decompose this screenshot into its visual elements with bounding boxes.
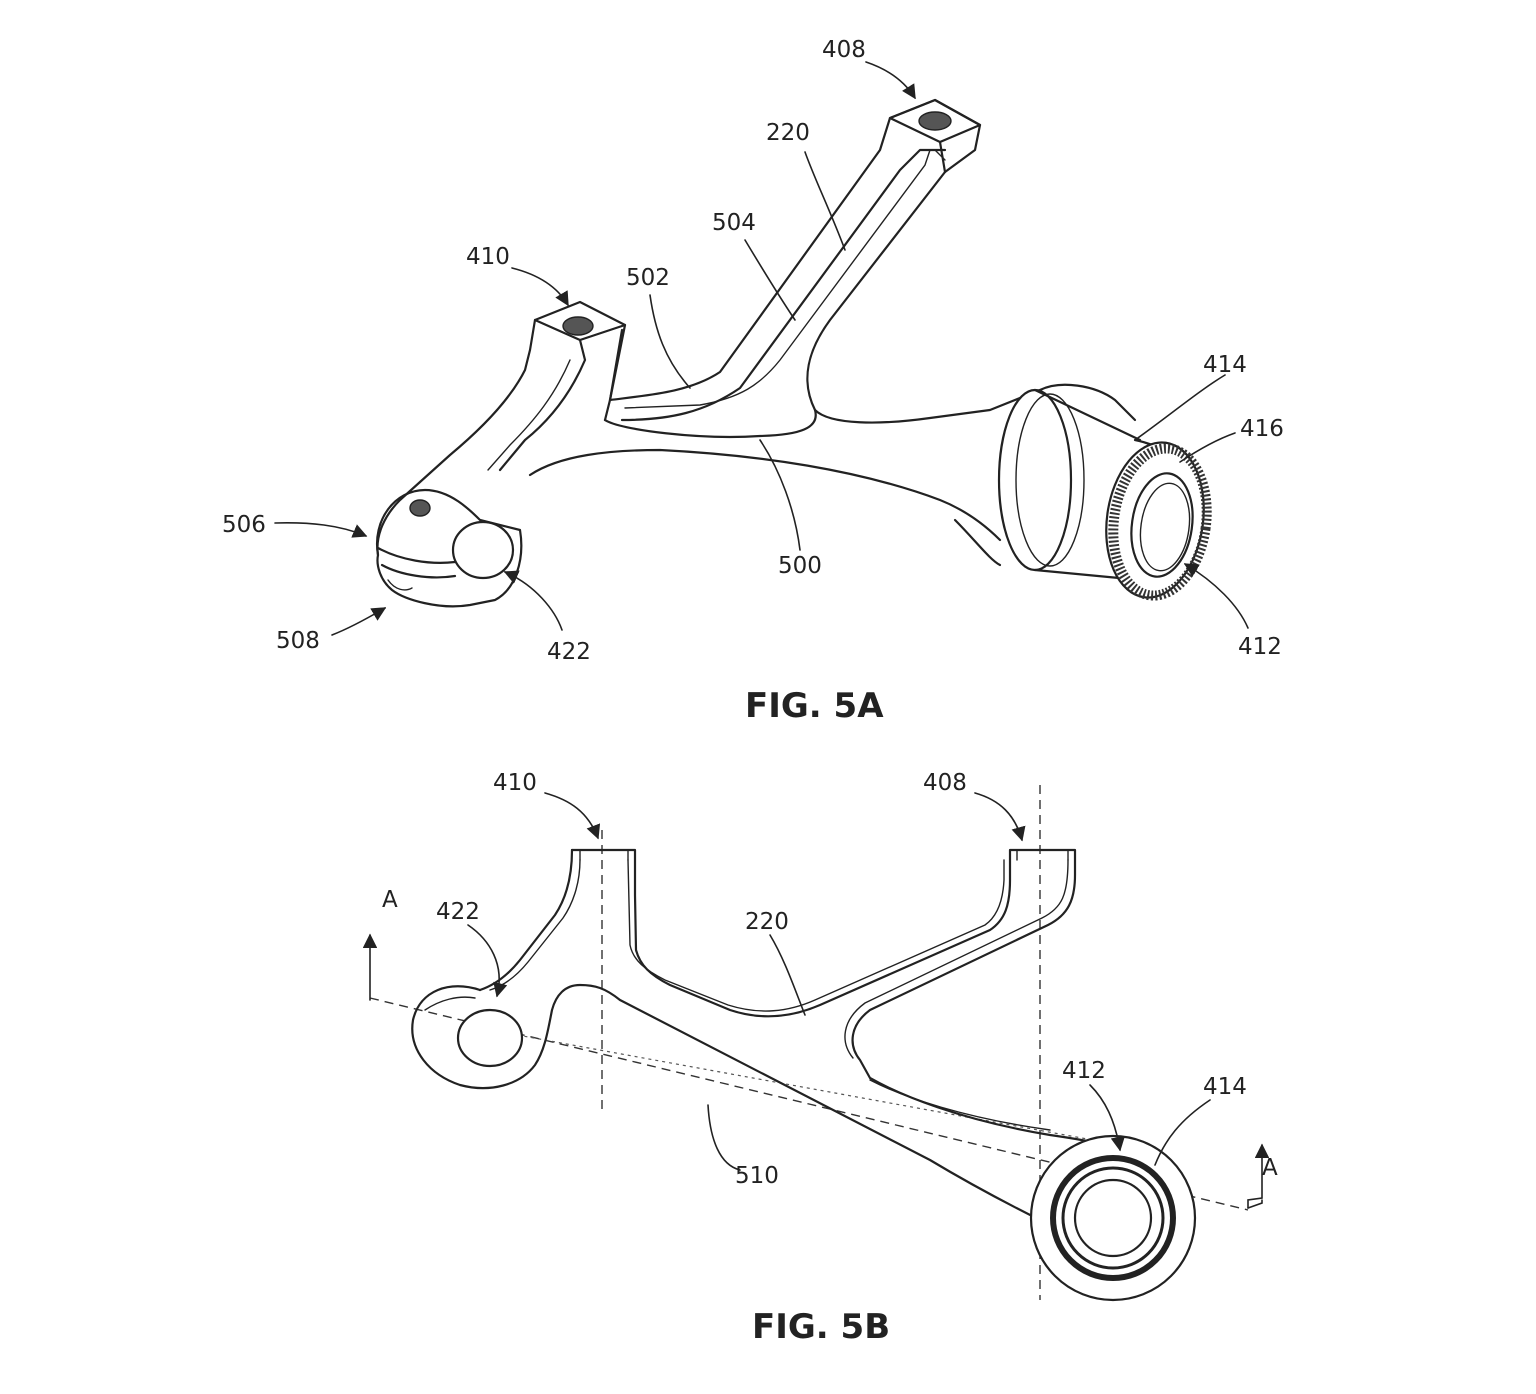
label-502-5a: 502 — [626, 265, 670, 291]
label-408-5b: 408 — [923, 770, 967, 796]
label-500-5a: 500 — [778, 553, 822, 579]
label-414-5a: 414 — [1203, 352, 1247, 378]
label-410-5a: 410 — [466, 244, 510, 270]
caption-fig-5b: FIG. 5B — [752, 1307, 890, 1347]
label-504-5a: 504 — [712, 210, 756, 236]
section-label-a-right: A — [1262, 1155, 1278, 1181]
label-510-5b: 510 — [735, 1163, 779, 1189]
control-arm-body-5a — [375, 98, 1212, 608]
label-506-5a: 506 — [222, 512, 266, 538]
fig-5b: A A 410 4 — [362, 770, 1278, 1347]
label-422-5b: 422 — [436, 899, 480, 925]
centerline-510 — [489, 1029, 1121, 1146]
label-220-5b: 220 — [745, 909, 789, 935]
control-arm-body-5b — [411, 848, 1197, 1302]
label-416-5a: 416 — [1240, 416, 1284, 442]
label-414-5b: 414 — [1203, 1074, 1247, 1100]
label-422-5a: 422 — [547, 639, 591, 665]
thread-rings-416 — [1108, 443, 1212, 601]
label-410-5b: 410 — [493, 770, 537, 796]
label-508-5a: 508 — [276, 628, 320, 654]
label-220-5a: 220 — [766, 120, 810, 146]
section-label-a-left: A — [382, 887, 398, 913]
label-412-5b: 412 — [1062, 1058, 1106, 1084]
label-412-5a: 412 — [1238, 634, 1282, 660]
caption-fig-5a: FIG. 5A — [745, 686, 884, 726]
fig-5a: 408 220 504 410 502 414 416 500 506 508 … — [222, 37, 1284, 726]
label-408-5a: 408 — [822, 37, 866, 63]
